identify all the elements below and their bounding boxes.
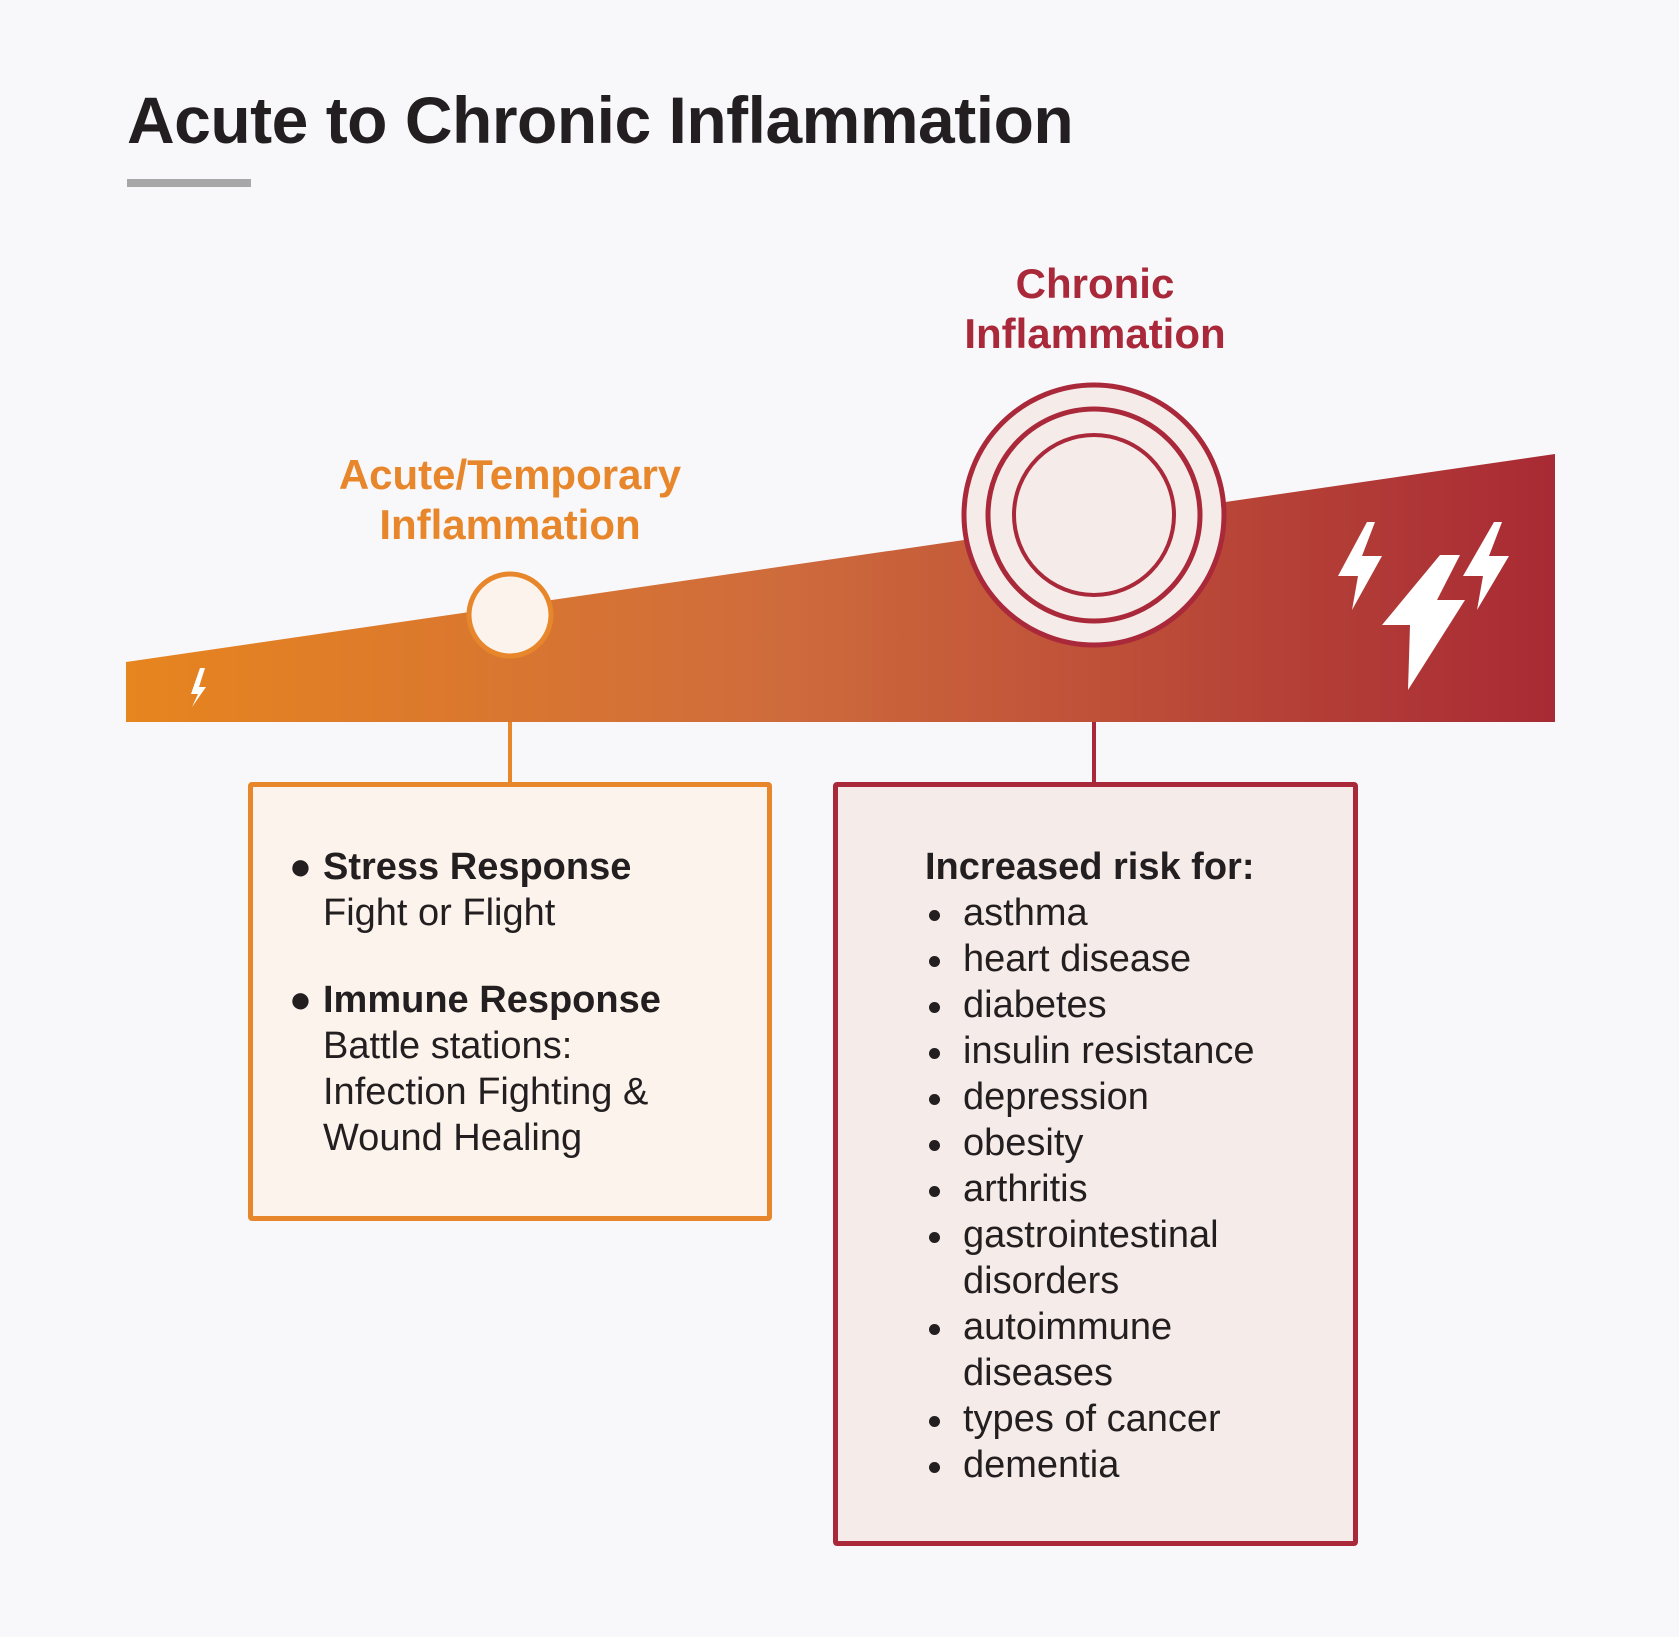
acute-item-line: Wound Healing — [323, 1117, 583, 1159]
list-item: autoimmune diseases — [925, 1304, 1323, 1396]
acute-item-line: Battle stations: — [323, 1025, 573, 1067]
acute-item-line: Infection Fighting & — [323, 1071, 649, 1113]
page-title: Acute to Chronic Inflammation — [127, 83, 1074, 157]
lightning-bolts-icon — [1338, 522, 1509, 690]
acute-box: ● Stress Response Fight or Flight ● Immu… — [248, 782, 772, 1221]
list-item: dementia — [925, 1442, 1323, 1488]
title-underline — [127, 179, 251, 187]
acute-label: Acute/Temporary Inflammation — [310, 450, 710, 550]
risk-heading: Increased risk for: — [925, 846, 1255, 888]
list-item: insulin resistance — [925, 1028, 1323, 1074]
chronic-label-line2: Inflammation — [964, 310, 1226, 357]
acute-label-line1: Acute/Temporary — [338, 451, 682, 498]
list-item: asthma — [925, 890, 1323, 936]
chronic-label: Chronic Inflammation — [900, 259, 1290, 359]
acute-marker — [466, 571, 554, 659]
acute-item-line: Fight or Flight — [323, 892, 556, 934]
list-item: heart disease — [925, 936, 1323, 982]
list-item: gastrointestinal disorders — [925, 1212, 1323, 1304]
list-item: types of cancer — [925, 1396, 1323, 1442]
acute-item-heading: Immune Response — [323, 979, 661, 1021]
list-item: diabetes — [925, 982, 1323, 1028]
list-item: depression — [925, 1074, 1323, 1120]
chronic-box: Increased risk for: asthma heart disease… — [833, 782, 1358, 1546]
bullet: ● — [289, 846, 312, 888]
acute-item-heading: Stress Response — [323, 846, 632, 888]
list-item: arthritis — [925, 1166, 1323, 1212]
acute-item-stress: ● Stress Response Fight or Flight — [289, 844, 763, 936]
chronic-marker — [961, 382, 1227, 648]
acute-label-line2: Inflammation — [379, 501, 641, 548]
bullet: ● — [289, 979, 312, 1021]
risk-list: asthma heart disease diabetes insulin re… — [925, 890, 1323, 1488]
lightning-bolt-icon — [191, 668, 206, 707]
list-item: obesity — [925, 1120, 1323, 1166]
chronic-label-line1: Chronic — [1015, 260, 1175, 307]
acute-item-immune: ● Immune Response Battle stations: Infec… — [289, 977, 763, 1161]
